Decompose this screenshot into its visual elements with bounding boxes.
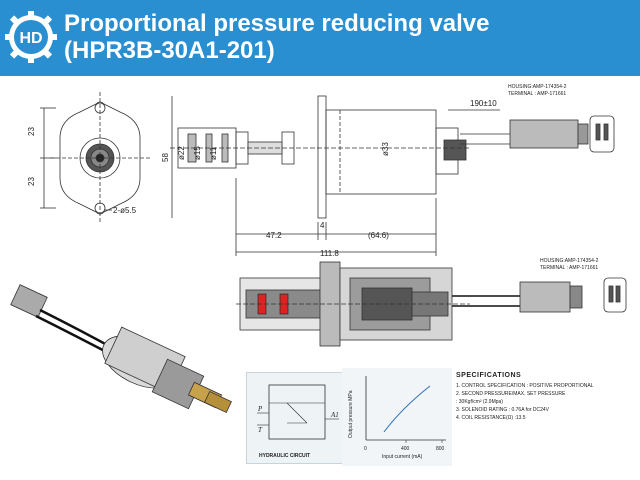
technical-drawing: 23 23 2-ø5.5 58 ø22 ø15 ø11 ø33 4 47.2 ( [10,84,627,414]
connector-mid-terminal: TERMINAL : AMP-171661 [540,265,598,271]
spec-line: 1. CONTROL SPECIFICATION : POSITIVE PROP… [456,383,594,389]
spec-line: : 30Kgf/cm² (2.9Mpa) [456,399,503,405]
port-p-label: P [257,405,263,413]
graph-tick-0: 0 [364,446,367,452]
dim-phi11: ø11 [209,146,218,160]
specifications-block: SPECIFICATIONS 1. CONTROL SPECIFICATION … [456,372,636,422]
page-title: Proportional pressure reducing valve (HP… [64,10,489,64]
connector-mid-housing: HOUSING:AMP-174354-2 [540,258,599,264]
dim-58: 58 [161,153,170,162]
connector-top-terminal: TERMINAL : AMP-171661 [508,91,566,97]
logo-text: HD [19,30,42,47]
connector-end-view-mid [603,277,627,313]
valve-perspective-view [10,284,232,414]
connector-end-view-top [589,115,615,153]
header-banner: HD Proportional pressure reducing valve … [0,0,640,76]
valve-cross-section [236,261,583,347]
dim-phi15: ø15 [193,146,202,160]
spec-line: 4. COIL RESISTANCE(Ω) :13.5 [456,415,526,421]
title-line-2: (HPR3B-30A1-201) [64,37,275,64]
hydraulic-caption: HYDRAULIC CIRCUIT [259,453,310,459]
dim-23-top: 23 [27,127,36,136]
characteristic-graph: Output pressure MPa 0 400 800 Input curr… [348,376,446,460]
dim-23-bottom: 23 [27,177,36,186]
specifications-heading: SPECIFICATIONS [456,372,522,379]
port-t-label: T [258,426,263,434]
characteristic-graph-panel: Output pressure MPa 0 400 800 Input curr… [342,368,452,466]
dim-phi22: ø22 [177,146,186,160]
flange-front-view [40,92,150,222]
spec-line: 2. SECOND PRESSURE/MAX. SET PRESSURE [456,391,566,397]
company-logo: HD [5,11,57,63]
graph-tick-400: 400 [401,446,410,452]
dim-47-2: 47.2 [266,231,282,240]
dim-phi33: ø33 [381,142,390,156]
connector-top-housing: HOUSING:AMP-174354-2 [508,84,567,90]
graph-tick-800: 800 [436,446,445,452]
spec-line: 3. SOLENOID RATING : 0.76A for DC24V [456,407,549,413]
dim-190: 190±10 [470,99,497,108]
valve-side-view [170,95,589,256]
dim-111-8: 111.8 [320,249,339,258]
hydraulic-circuit-panel: P T A1 HYDRAULIC CIRCUIT [246,372,350,464]
dim-64-6: (64.6) [368,231,389,240]
dim-hole: 2-ø5.5 [113,206,137,215]
hydraulic-circuit-diagram: P T A1 HYDRAULIC CIRCUIT [257,384,339,459]
dim-4: 4 [320,221,325,230]
port-a-label: A1 [330,411,339,419]
graph-xlabel: Input current (mA) [382,454,423,460]
graph-ylabel: Output pressure MPa [348,390,354,438]
title-line-1: Proportional pressure reducing valve [64,10,490,37]
